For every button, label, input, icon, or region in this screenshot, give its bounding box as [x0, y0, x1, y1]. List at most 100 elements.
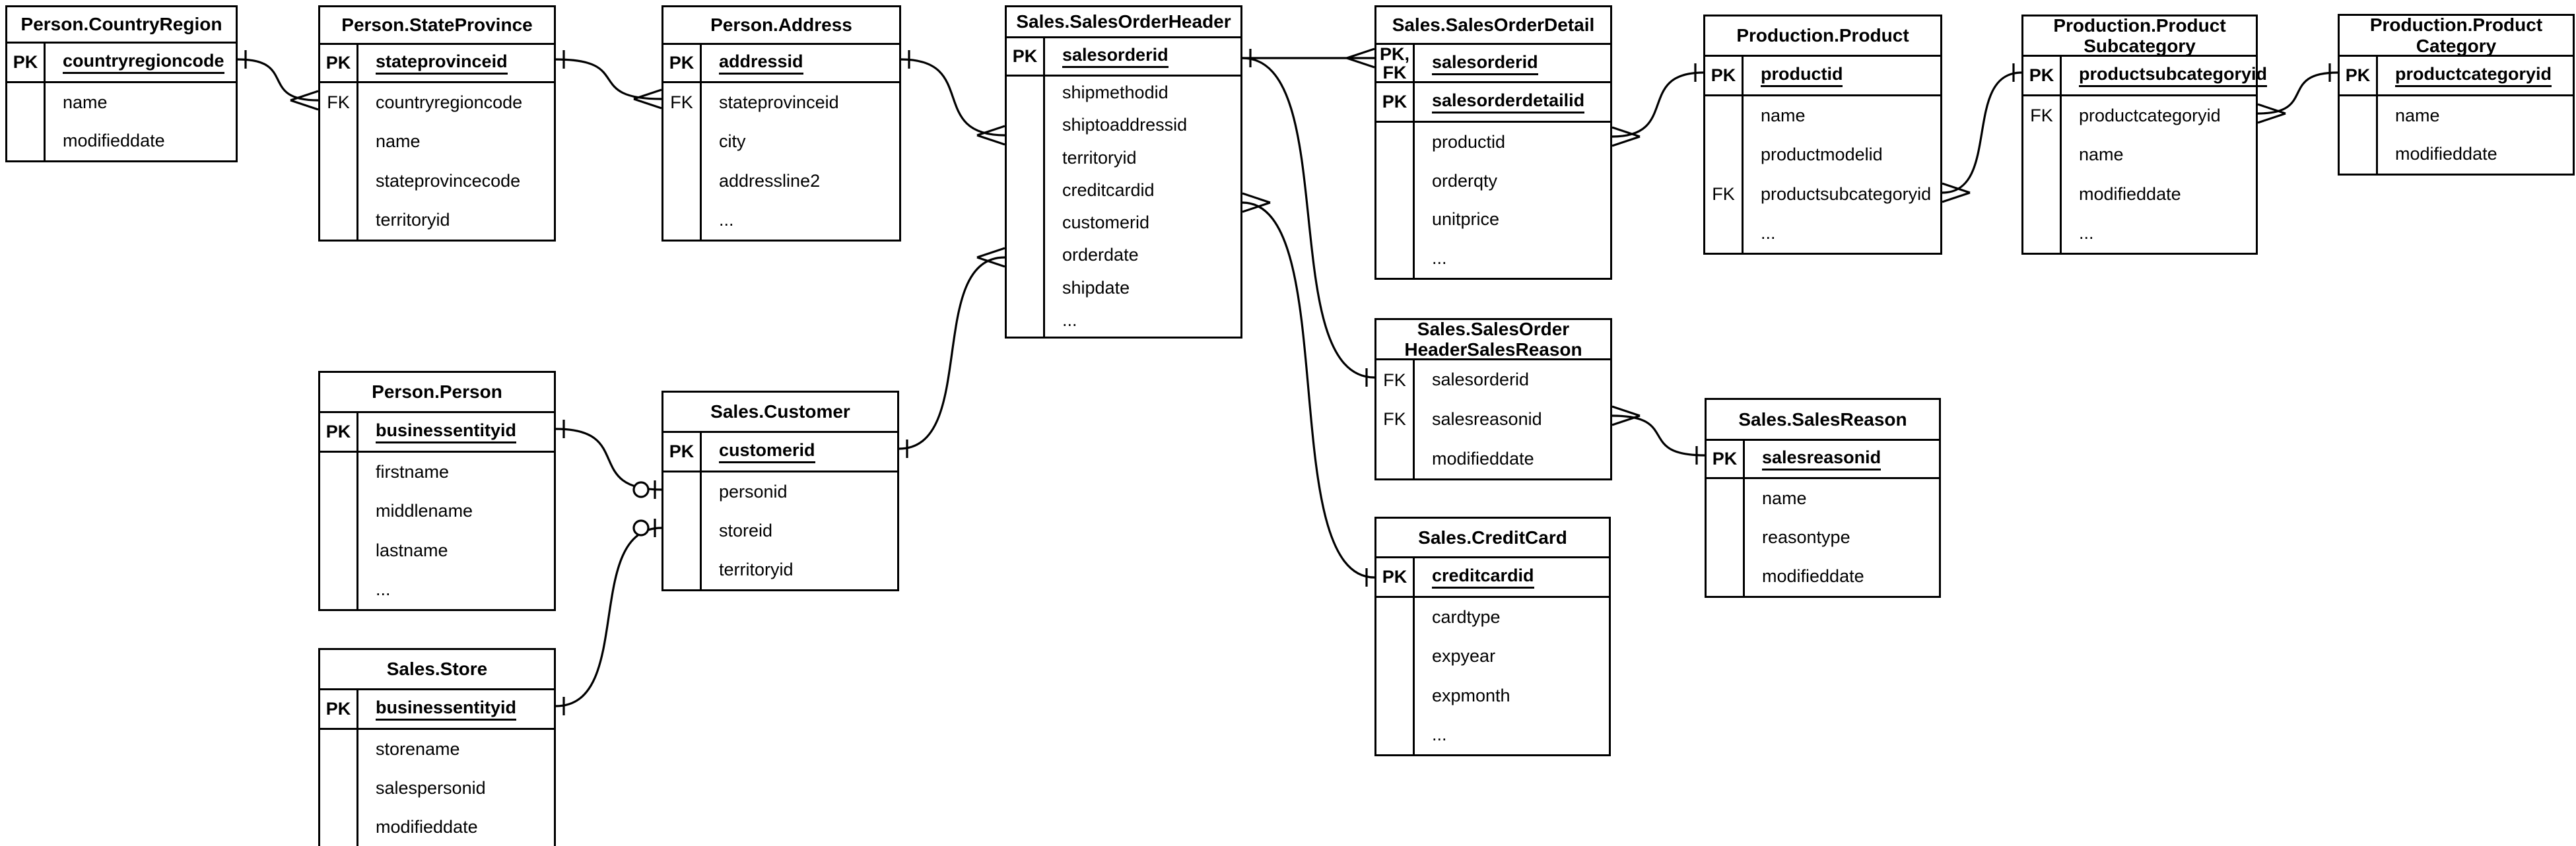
- field-name: productmodelid: [1761, 145, 1883, 165]
- key-spacer: [1007, 141, 1045, 174]
- field-row: businessentityid: [358, 413, 554, 451]
- field-name: ...: [1432, 248, 1447, 269]
- field-row: orderdate: [1045, 239, 1240, 271]
- field-row: name: [46, 83, 236, 122]
- field-row: countryregioncode: [358, 83, 554, 122]
- field-name: name: [1762, 488, 1807, 508]
- field-row: shipmethodid: [1045, 77, 1240, 109]
- key-spacer: [1376, 715, 1415, 754]
- field-name: modifieddate: [1762, 566, 1864, 586]
- field-row: addressline2: [702, 162, 899, 201]
- field-row: unitprice: [1415, 201, 1610, 240]
- field-name: productsubcategoryid: [1761, 183, 1932, 204]
- field-row: salesreasonid: [1415, 400, 1610, 439]
- key-label: FK: [2023, 96, 2062, 136]
- field-row: name: [1744, 96, 1940, 135]
- field-name: firstname: [376, 462, 450, 482]
- field-name: expyear: [1432, 646, 1496, 667]
- key-spacer: [320, 769, 358, 808]
- key-label: FK: [320, 83, 358, 123]
- field-name: name: [63, 92, 108, 112]
- entity-title: Person.Address: [710, 15, 852, 36]
- key-spacer: [663, 550, 702, 589]
- key-label: FK: [1705, 174, 1744, 214]
- field-name: countryregioncode: [376, 92, 523, 113]
- field-name: storename: [376, 739, 460, 759]
- relationship-category-to-subcategory-crow-foot: [2257, 103, 2286, 124]
- relationship-person-to-customer: [555, 428, 662, 491]
- field-name: ...: [1062, 309, 1077, 330]
- key-spacer: [663, 200, 702, 240]
- field-row: salespersonid: [358, 769, 554, 808]
- field-row: productmodelid: [1744, 135, 1940, 174]
- relationship-countryregion-to-stateprovince-crow-foot: [290, 90, 319, 111]
- field-row: territoryid: [702, 550, 897, 589]
- key-spacer: [320, 569, 358, 609]
- key-spacer: [2023, 174, 2062, 214]
- relationship-product-to-salesorderdetail-crow-foot: [1611, 126, 1641, 147]
- entity-title: Sales.SalesOrderDetail: [1392, 15, 1595, 36]
- field-row: productcategoryid: [2378, 57, 2573, 94]
- key-spacer: [320, 161, 358, 201]
- key-spacer: [663, 122, 702, 162]
- field-row: ...: [1415, 715, 1609, 754]
- field-row: ...: [358, 570, 554, 609]
- field-name: salesreasonid: [1432, 408, 1542, 429]
- entity-title: Person.StateProvince: [341, 15, 533, 36]
- relationship-person-to-customer-zero-circle: [632, 481, 650, 498]
- key-spacer: [1376, 598, 1415, 637]
- field-row: name: [358, 122, 554, 161]
- field-name: name: [376, 131, 421, 152]
- field-row: shiptoaddressid: [1045, 109, 1240, 141]
- relationship-salesorderheader-to-detail-crow-foot: [1346, 48, 1375, 69]
- field-row: ...: [2062, 214, 2256, 253]
- field-name: ...: [2079, 222, 2094, 243]
- field-name: stateprovincecode: [376, 170, 521, 191]
- key-spacer: [1007, 207, 1045, 240]
- key-label: PK: [1705, 57, 1744, 94]
- field-row: modifieddate: [358, 808, 554, 846]
- field-row: expyear: [1415, 637, 1609, 676]
- field-row: personid: [702, 472, 897, 511]
- field-row: modifieddate: [2062, 175, 2256, 214]
- field-row: salesreasonid: [1745, 441, 1939, 477]
- field-name: middlename: [376, 501, 473, 521]
- key-label: PK: [320, 413, 358, 451]
- field-row: modifieddate: [1745, 557, 1939, 596]
- field-name: ...: [719, 209, 734, 230]
- entity-section: storename salespersonid modifieddate: [320, 728, 554, 846]
- key-label: PK: [1007, 38, 1045, 75]
- field-row: ...: [1744, 214, 1940, 253]
- relationship-address-to-salesorderheader: [900, 58, 1005, 137]
- field-row: stateprovincecode: [358, 162, 554, 201]
- relationship-creditcard-to-salesorderheader-crow-foot: [1242, 192, 1271, 213]
- field-row: name: [2062, 135, 2256, 174]
- field-row: territoryid: [1045, 142, 1240, 174]
- field-row: productcategoryid: [2062, 96, 2256, 135]
- entity-title: Sales.Customer: [710, 401, 850, 422]
- field-name: cardtype: [1432, 607, 1501, 628]
- field-name: salespersonid: [376, 778, 486, 798]
- relationship-salesorderheader-to-salesreason-link: [1242, 57, 1375, 379]
- field-row: orderqty: [1415, 162, 1610, 201]
- field-name: personid: [719, 482, 788, 502]
- field-row: customerid: [702, 433, 897, 471]
- field-name: customerid: [719, 440, 815, 463]
- field-row: modifieddate: [1415, 439, 1610, 478]
